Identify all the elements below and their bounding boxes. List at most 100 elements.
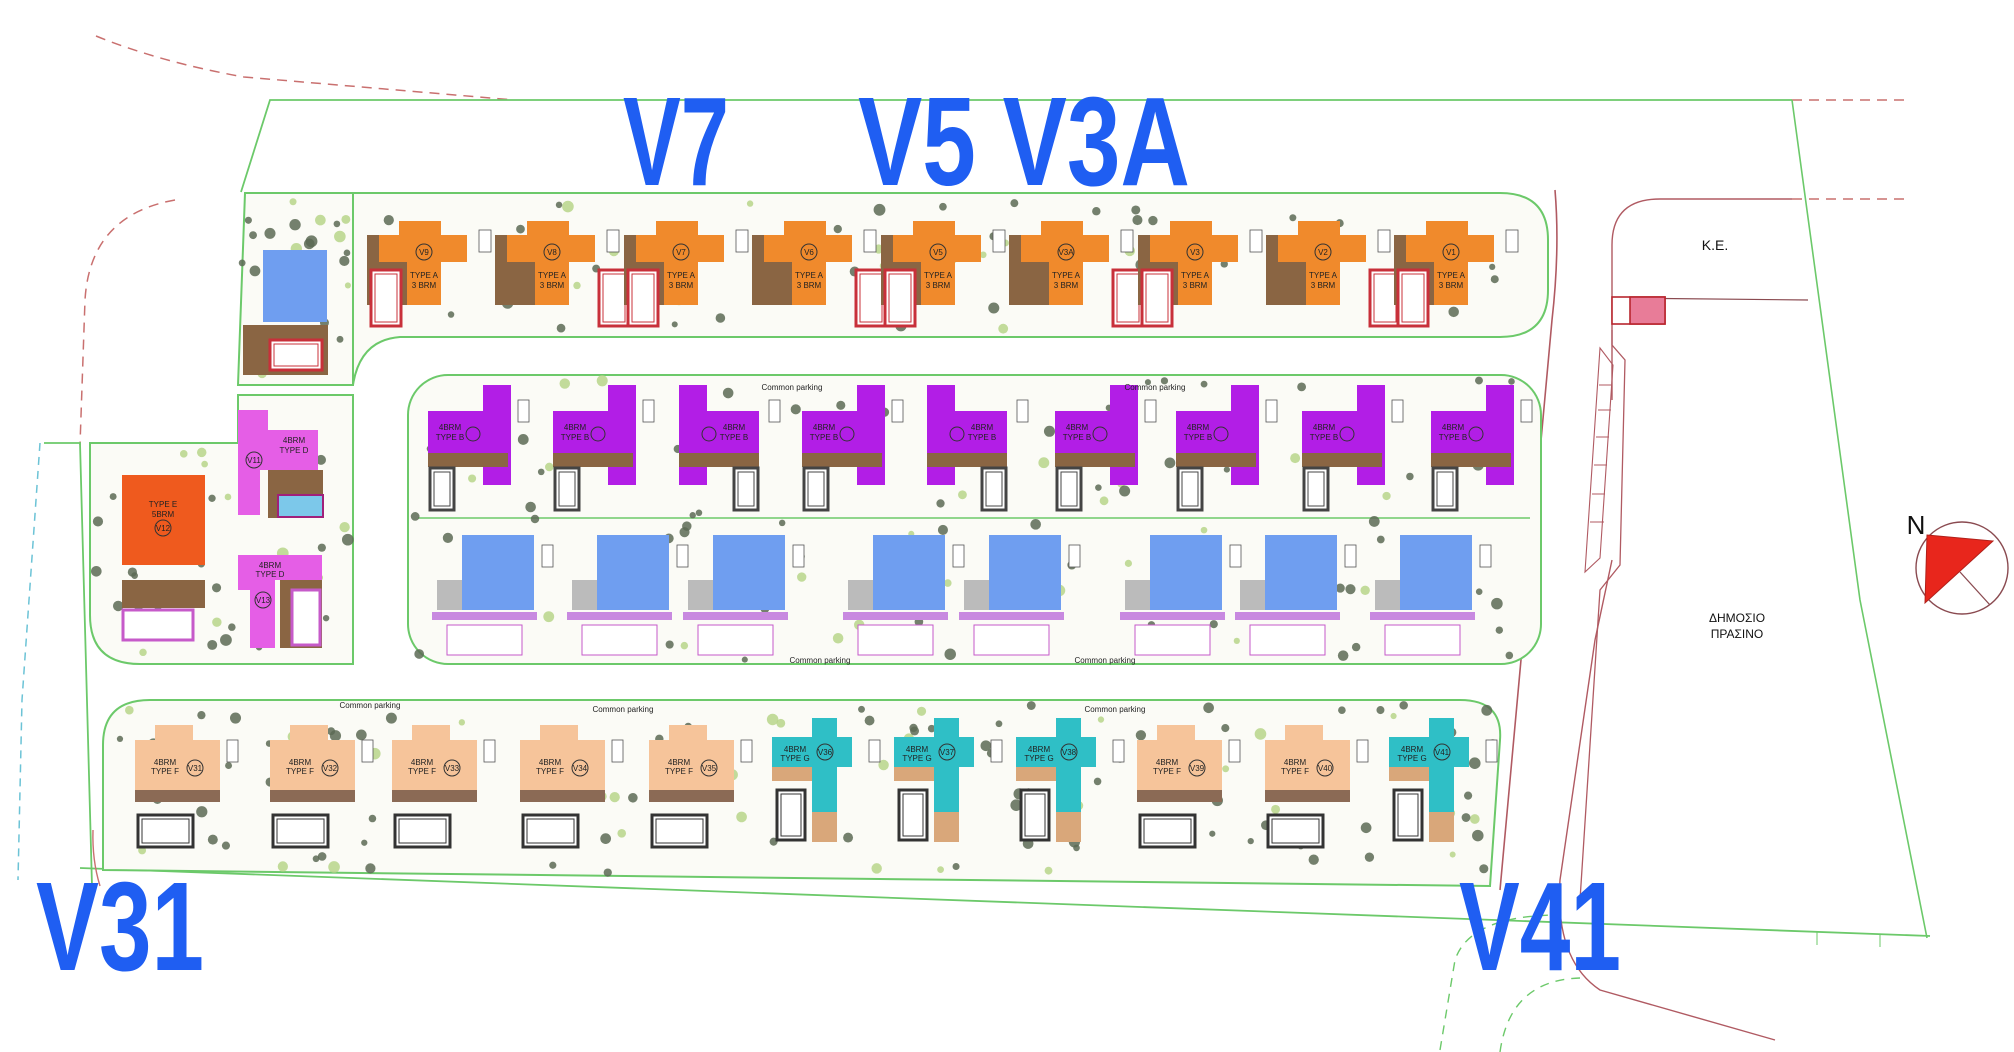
tree-icon xyxy=(937,524,948,535)
villa-number-badge xyxy=(245,451,263,469)
tree-icon xyxy=(1368,516,1380,527)
car-icon xyxy=(792,544,805,568)
pool xyxy=(883,268,917,328)
villa-number: V11 xyxy=(247,456,261,465)
building-wing xyxy=(608,385,636,485)
villa-number: V36 xyxy=(818,748,833,757)
tree-icon xyxy=(277,861,288,872)
tree-icon xyxy=(843,832,854,843)
tree-icon xyxy=(559,378,571,389)
tree-icon xyxy=(952,862,960,871)
villa-v10 xyxy=(243,250,328,375)
villa-text: TYPE G xyxy=(1397,754,1426,763)
pool-edge xyxy=(1397,793,1419,837)
car-icon xyxy=(1228,739,1241,763)
tree-icon xyxy=(289,219,301,231)
tree-icon xyxy=(746,200,754,207)
building xyxy=(1137,725,1222,790)
tree-icon xyxy=(1475,588,1483,596)
villa-number: V34 xyxy=(573,764,588,773)
tree-icon xyxy=(628,792,638,803)
car-icon xyxy=(891,399,904,423)
tree-icon xyxy=(549,861,557,869)
villa-number-badge xyxy=(254,591,272,609)
terrace-edge xyxy=(567,612,672,620)
car-icon xyxy=(1016,399,1029,423)
villa-type-c xyxy=(683,535,805,656)
car-icon xyxy=(952,544,965,568)
tree-icon xyxy=(544,462,554,472)
villa-text: TYPE A xyxy=(795,271,824,280)
building xyxy=(1150,221,1238,305)
villa-text: TYPE A xyxy=(1052,271,1081,280)
pool xyxy=(973,624,1050,656)
building-wing xyxy=(1231,385,1259,485)
tree-icon xyxy=(1508,378,1515,385)
terrace xyxy=(688,580,713,610)
car-icon xyxy=(1112,739,1125,763)
tree-icon xyxy=(671,321,678,328)
terrace xyxy=(848,580,873,610)
tree-icon xyxy=(322,614,330,622)
tree-icon xyxy=(385,712,397,724)
tree-icon xyxy=(1505,651,1514,660)
pool-edge xyxy=(1181,471,1199,507)
villa-number-badge xyxy=(465,426,481,442)
tree-icon xyxy=(525,501,536,513)
villa-text: 4BRM xyxy=(564,423,587,432)
terrace xyxy=(1125,580,1150,610)
villa-number-badge xyxy=(816,743,834,761)
common-parking-label: Common parking xyxy=(790,656,851,665)
villa-text: 4BRM xyxy=(1187,423,1210,432)
villa-text: TYPE B xyxy=(810,433,838,442)
road-curve-bottom-right xyxy=(1439,914,1561,1051)
terrace xyxy=(437,580,462,610)
villa-text: TYPE F xyxy=(408,767,436,776)
villa-text: 4BRM xyxy=(154,758,177,767)
car-icon xyxy=(1485,739,1498,763)
villa-number: V5 xyxy=(933,248,943,257)
tree-icon xyxy=(1132,215,1143,226)
pool xyxy=(1140,268,1174,328)
tree-icon xyxy=(1247,837,1254,845)
tree-icon xyxy=(600,833,612,845)
villa-type-c xyxy=(959,535,1081,656)
villa-number-badge xyxy=(1442,243,1460,261)
tree-icon xyxy=(228,623,236,631)
car-icon xyxy=(1479,544,1492,568)
villa-number: V35 xyxy=(702,764,717,773)
tree-icon xyxy=(1092,207,1101,216)
villa-text: 4BRM xyxy=(411,758,434,767)
tree-icon xyxy=(1200,380,1208,388)
deck xyxy=(1016,767,1056,781)
pool-edge xyxy=(780,793,802,837)
tree-icon xyxy=(562,200,574,213)
tree-icon xyxy=(196,447,207,458)
tree-icon xyxy=(458,719,466,726)
villa-type-c xyxy=(1120,535,1242,656)
pool-edge xyxy=(1401,273,1425,323)
road-edge-right-2 xyxy=(1558,559,1776,1041)
villa-text: TYPE F xyxy=(1281,767,1309,776)
tree-icon xyxy=(927,724,936,733)
tree-icon xyxy=(1119,485,1131,497)
tree-icon xyxy=(208,494,216,502)
pool xyxy=(1134,624,1211,656)
terrace xyxy=(392,790,477,802)
tree-icon xyxy=(1144,379,1152,386)
villa-text: TYPE B xyxy=(1063,433,1091,442)
terrace-edge xyxy=(1235,612,1340,620)
villa-number: V32 xyxy=(323,764,338,773)
villa-number-badge xyxy=(590,426,606,442)
tree-icon xyxy=(944,648,956,660)
tree-icon xyxy=(778,519,786,527)
tree-icon xyxy=(1099,496,1109,506)
tree-icon xyxy=(264,227,276,239)
